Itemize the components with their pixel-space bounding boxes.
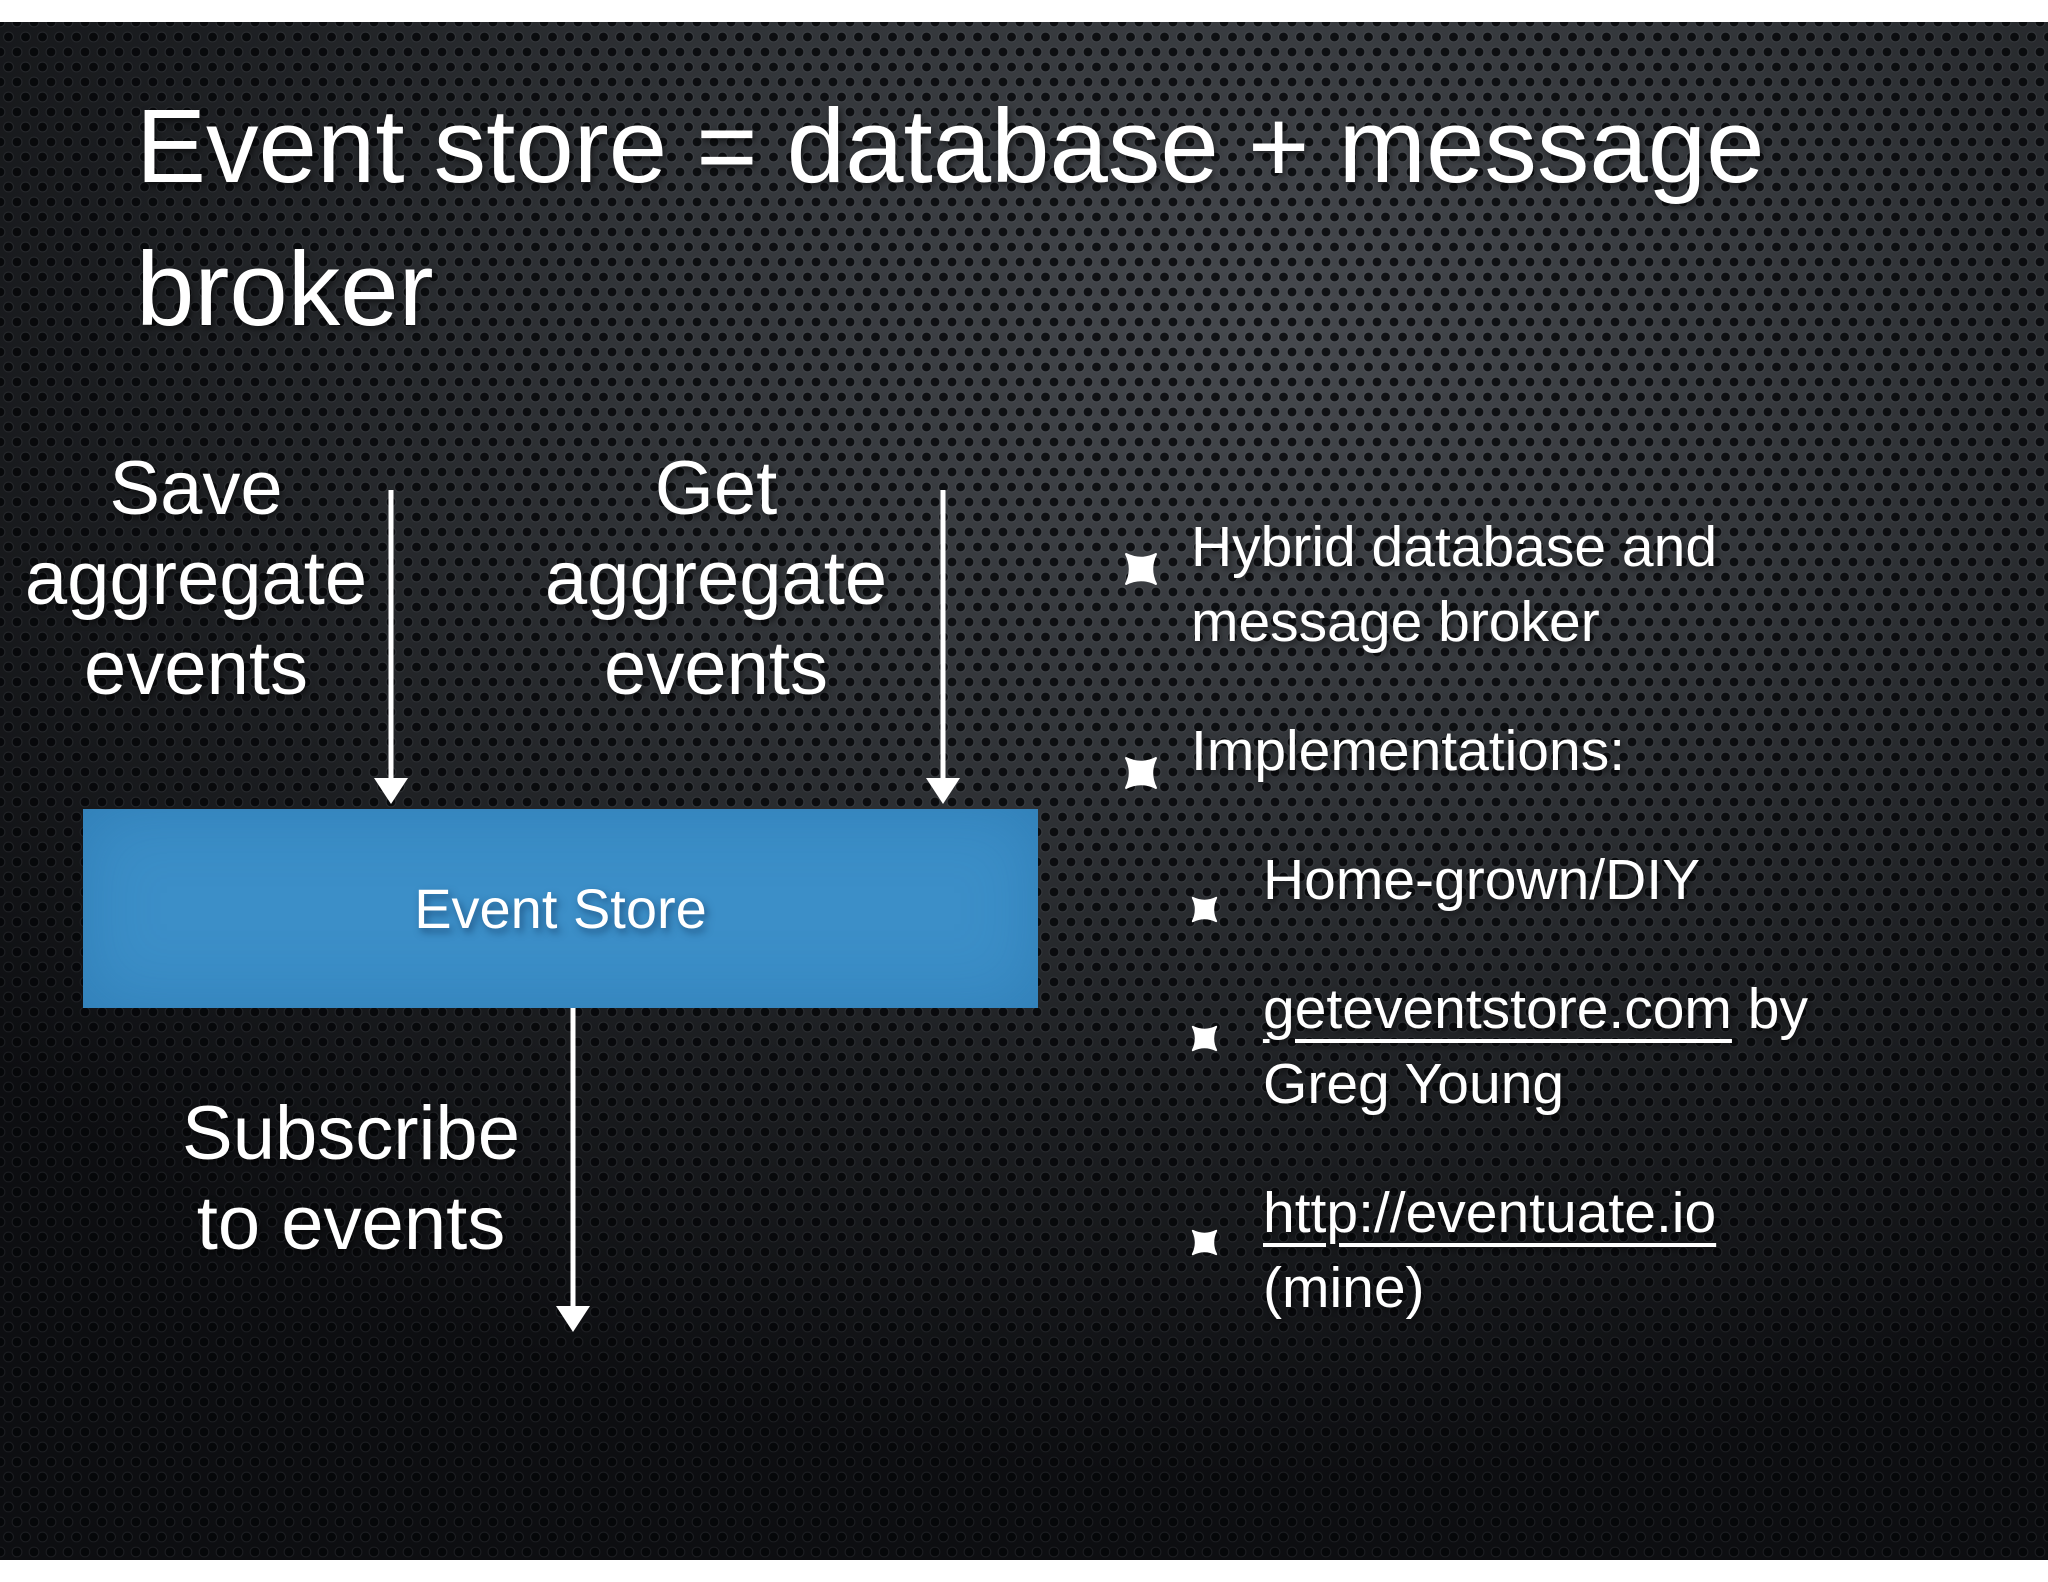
text-segment: Hybrid database and [1191, 515, 1718, 579]
bullet-text-line: http://eventuate.io [1263, 1176, 1944, 1251]
text-line: aggregate [24, 536, 368, 621]
bullet-item: Hybrid database and message broker [1124, 510, 1944, 660]
star-bullet-icon [1191, 996, 1218, 1052]
bullet-item: http://eventuate.io (mine) [1191, 1176, 1944, 1326]
text-segment: Greg Young [1263, 1052, 1565, 1116]
bullet-text-line: Greg Young [1263, 1047, 1944, 1122]
text-line: Save [109, 446, 283, 531]
text-segment: Home-grown/DIY [1263, 848, 1701, 912]
star-bullet-icon [1191, 1200, 1218, 1256]
text-segment: message broker [1191, 590, 1600, 654]
text-segment: by [1731, 977, 1808, 1041]
bullet-text-line: message broker [1191, 585, 1944, 660]
bullet-item: Implementations: [1124, 714, 1944, 789]
text-line: Get [654, 446, 778, 531]
text-line: events [604, 626, 828, 711]
get-arrow-down-icon [926, 490, 960, 804]
subscribe-arrow-down-icon [556, 1008, 590, 1332]
star-bullet-icon [1124, 734, 1158, 789]
slide-background: Event store = database + message broker S… [0, 22, 2048, 1560]
text-line: aggregate [544, 536, 888, 621]
bullet-text-line: (mine) [1263, 1251, 1944, 1326]
text-line: Event store = database + message [136, 88, 1765, 205]
text-line: broker [136, 231, 434, 348]
star-bullet-icon [1191, 867, 1218, 923]
bullet-text-line: Home-grown/DIY [1263, 843, 1944, 918]
star-bullet-icon [1124, 530, 1158, 585]
save-arrow-down-icon [374, 490, 408, 804]
hyperlink[interactable]: geteventstore.com [1263, 977, 1732, 1041]
text-line: Subscribe [182, 1091, 520, 1176]
text-segment: Implementations: [1191, 719, 1626, 783]
bullet-item: Home-grown/DIY [1191, 843, 1944, 923]
bullet-text-line: geteventstore.com by [1263, 972, 1944, 1047]
text-segment: (mine) [1263, 1256, 1425, 1320]
hyperlink[interactable]: http://eventuate.io [1263, 1181, 1717, 1245]
bullet-text-line: Implementations: [1191, 714, 1944, 789]
page-title: Event store = database + message broker [136, 75, 1936, 361]
text-line: to events [196, 1181, 506, 1266]
bullet-text-line: Hybrid database and [1191, 510, 1944, 585]
event-store-box: Event Store [83, 809, 1038, 1008]
text-line: events [84, 626, 308, 711]
event-store-box-label: Event Store [414, 877, 707, 940]
